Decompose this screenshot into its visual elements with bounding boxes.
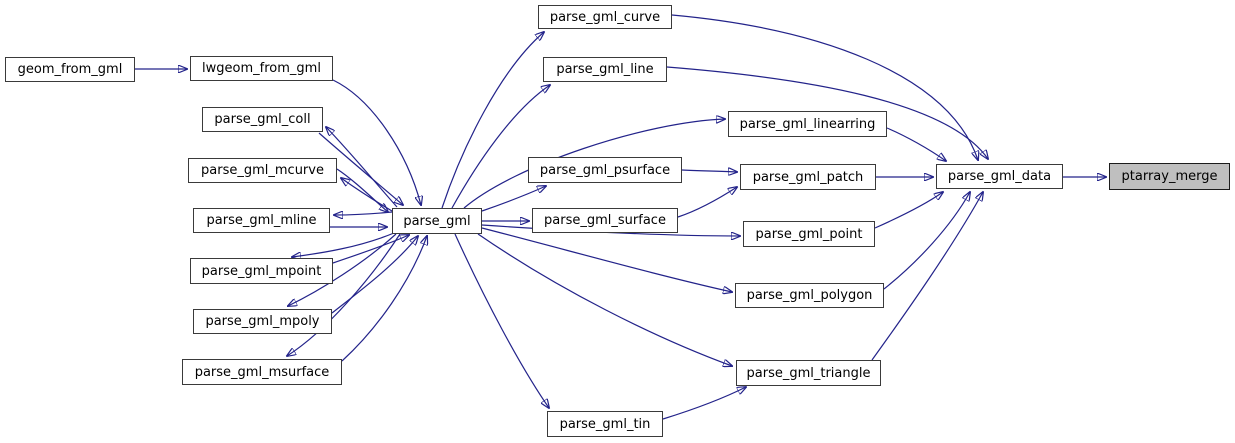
edge-parse_gml-to-parse_gml_msurface: [287, 233, 401, 356]
edge-parse_gml_point-to-parse_gml_data: [874, 192, 943, 229]
node-parse_gml_surface[interactable]: parse_gml_surface: [532, 208, 678, 233]
node-parse_gml_coll[interactable]: parse_gml_coll: [202, 107, 323, 132]
node-lwgeom_from_gml[interactable]: lwgeom_from_gml: [190, 56, 333, 81]
node-parse_gml_linearring[interactable]: parse_gml_linearring: [728, 111, 887, 137]
node-parse_gml_msurface[interactable]: parse_gml_msurface: [182, 359, 342, 385]
edge-parse_gml_tin-to-parse_gml_triangle: [662, 387, 746, 420]
edge-parse_gml_mpoint-to-parse_gml: [332, 235, 409, 264]
node-parse_gml_polygon[interactable]: parse_gml_polygon: [735, 283, 884, 308]
edge-parse_gml_mcurve-to-parse_gml: [336, 168, 388, 212]
edge-parse_gml-to-parse_gml_triangle: [477, 233, 732, 366]
edge-parse_gml_triangle-to-parse_gml_data: [871, 192, 983, 361]
node-geom_from_gml[interactable]: geom_from_gml: [5, 57, 135, 82]
node-parse_gml_tin[interactable]: parse_gml_tin: [547, 411, 663, 437]
edge-parse_gml_coll-to-parse_gml: [318, 132, 403, 205]
edge-parse_gml_line-to-parse_gml_data: [666, 66, 988, 159]
edge-parse_gml_polygon-to-parse_gml_data: [883, 192, 970, 290]
node-parse_gml_mline[interactable]: parse_gml_mline: [193, 208, 330, 233]
edge-parse_gml-to-parse_gml_coll: [326, 127, 398, 208]
edge-parse_gml_psurface-to-parse_gml_patch: [681, 170, 737, 172]
node-parse_gml_mcurve[interactable]: parse_gml_mcurve: [188, 158, 337, 183]
node-parse_gml[interactable]: parse_gml: [392, 208, 482, 234]
node-parse_gml_line[interactable]: parse_gml_line: [543, 57, 667, 82]
edge-parse_gml-to-parse_gml_curve: [441, 32, 544, 209]
node-ptarray_merge: ptarray_merge: [1109, 163, 1230, 190]
node-parse_gml_curve[interactable]: parse_gml_curve: [538, 5, 672, 29]
edge-parse_gml_surface-to-parse_gml_patch: [677, 187, 737, 218]
edge-parse_gml-to-parse_gml_mcurve: [341, 178, 393, 212]
edge-parse_gml-to-parse_gml_line: [451, 85, 550, 209]
node-parse_gml_data[interactable]: parse_gml_data: [936, 164, 1063, 189]
node-parse_gml_mpoly[interactable]: parse_gml_mpoly: [193, 309, 332, 334]
edge-parse_gml-to-parse_gml_psurface: [481, 186, 546, 212]
edge-parse_gml-to-parse_gml_polygon: [481, 227, 732, 292]
edge-parse_gml-to-parse_gml_tin: [454, 233, 549, 408]
edge-parse_gml-to-parse_gml_mline: [334, 212, 393, 215]
edge-parse_gml_curve-to-parse_gml_data: [671, 14, 978, 160]
edge-lwgeom_from_gml-to-parse_gml: [332, 79, 421, 205]
edge-parse_gml-to-parse_gml_mpoly: [288, 233, 397, 306]
edge-parse_gml_mpoly-to-parse_gml: [331, 236, 418, 314]
node-parse_gml_mpoint[interactable]: parse_gml_mpoint: [190, 258, 333, 284]
node-parse_gml_psurface[interactable]: parse_gml_psurface: [528, 157, 682, 183]
node-parse_gml_patch[interactable]: parse_gml_patch: [740, 164, 876, 190]
node-parse_gml_triangle[interactable]: parse_gml_triangle: [736, 360, 881, 386]
node-parse_gml_point[interactable]: parse_gml_point: [743, 221, 875, 247]
edge-parse_gml_linearring-to-parse_gml_data: [886, 127, 946, 161]
edge-parse_gml-to-parse_gml_mpoint: [292, 232, 395, 257]
edge-parse_gml_msurface-to-parse_gml: [341, 236, 427, 362]
edge-parse_gml-to-parse_gml_linearring: [463, 119, 725, 209]
